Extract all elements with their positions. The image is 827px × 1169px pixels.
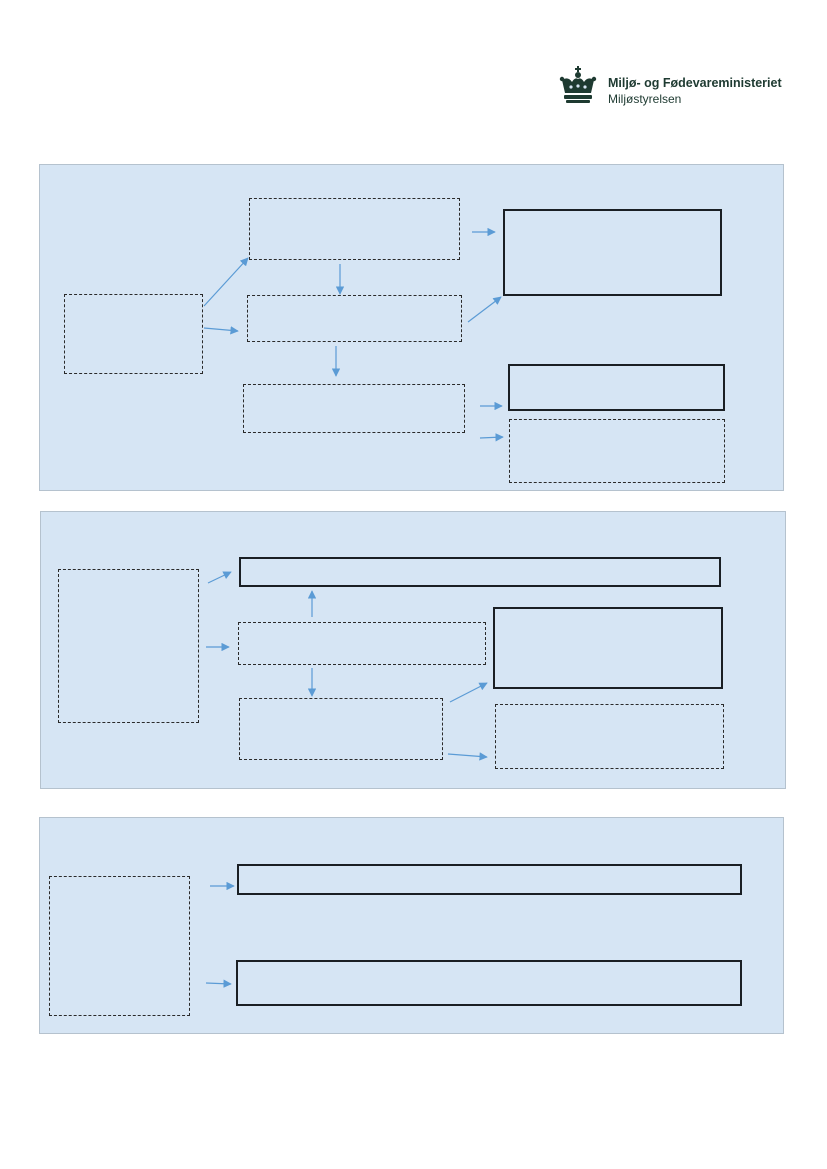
panel-1-result-box-middle <box>508 364 725 411</box>
panel-3 <box>39 817 784 1034</box>
panel-3-source-box <box>49 876 190 1016</box>
panel-2-source-box <box>58 569 199 723</box>
panel-1-top-box <box>249 198 460 260</box>
panel-3-wide-box-lower <box>236 960 742 1006</box>
panel-2-bottom-box <box>239 698 443 760</box>
panel-2-result-box-lower <box>495 704 724 769</box>
panel-1-bottom-box <box>243 384 465 433</box>
panel-2-wide-box <box>239 557 721 587</box>
panel-1-result-box-upper <box>503 209 722 296</box>
panel-2-middle-box <box>238 622 486 665</box>
crown-icon <box>559 66 597 103</box>
panel-1 <box>39 164 784 491</box>
ministry-logo: Miljø- og Fødevareministeriet Miljøstyre… <box>558 66 788 110</box>
panel-1-result-box-lower <box>509 419 725 483</box>
panel-3-wide-box-upper <box>237 864 742 895</box>
logo-title: Miljø- og Fødevareministeriet <box>608 76 782 90</box>
panel-1-source-box <box>64 294 203 374</box>
panel-1-middle-box <box>247 295 462 342</box>
panel-2-result-box-upper <box>493 607 723 689</box>
logo-subtitle: Miljøstyrelsen <box>608 92 682 106</box>
